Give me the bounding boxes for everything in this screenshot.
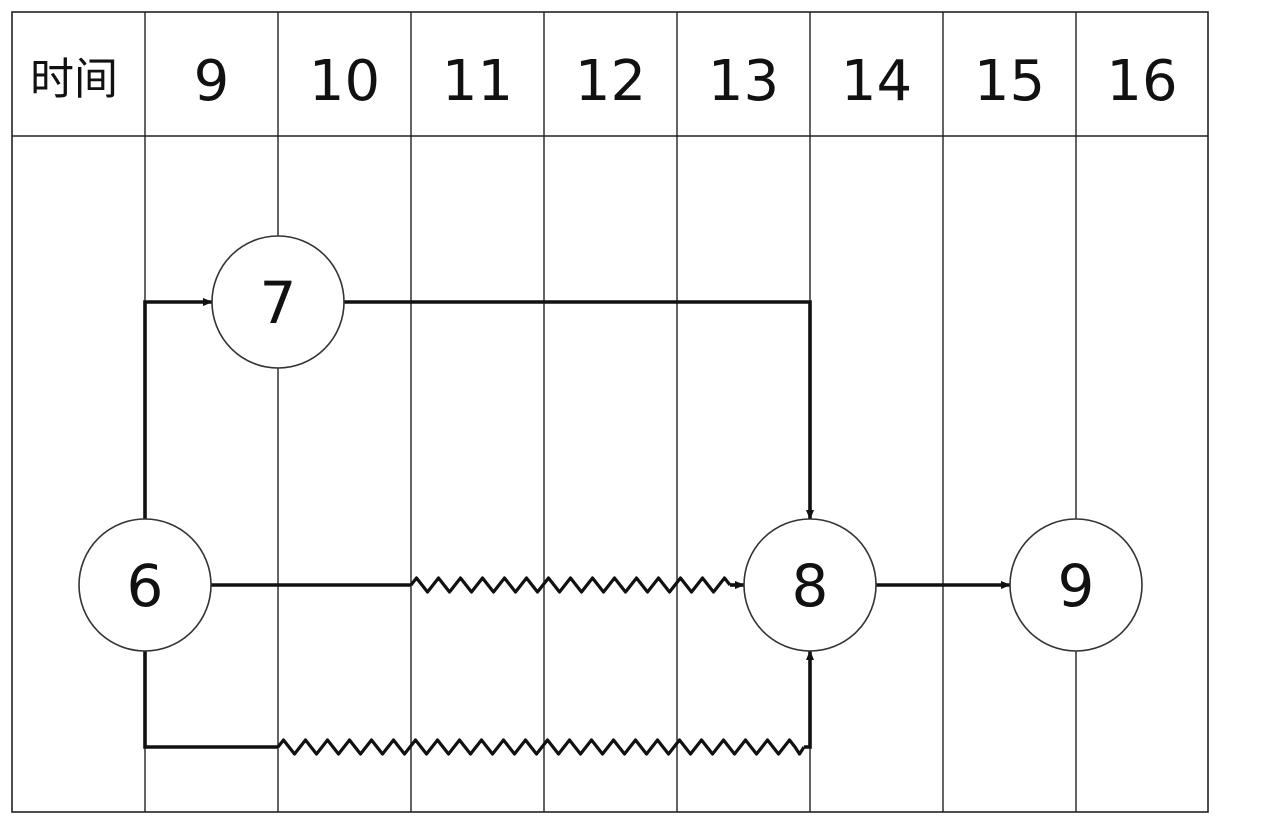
- time-column-14: 14: [841, 49, 912, 114]
- free-float-wave: [409, 576, 732, 594]
- time-column-11: 11: [442, 49, 513, 114]
- event-node-label: 8: [792, 552, 829, 620]
- time-column-13: 13: [708, 49, 779, 114]
- event-node-8: 8: [743, 518, 877, 652]
- activity-arrows: [143, 298, 1011, 756]
- free-float-wave: [276, 738, 806, 756]
- event-node-circle: [78, 518, 212, 652]
- event-node-circle: [211, 235, 345, 369]
- event-node-7: 7: [211, 235, 345, 369]
- event-node-6: 6: [78, 518, 212, 652]
- activity-line: [344, 300, 814, 520]
- event-node-label: 6: [127, 552, 164, 620]
- activity-line: [143, 298, 213, 519]
- time-column-12: 12: [575, 49, 646, 114]
- time-row-label: 时间: [30, 54, 118, 105]
- event-node-9: 9: [1009, 518, 1143, 652]
- activity-7-8: [344, 300, 814, 520]
- activity-6-8: [211, 576, 745, 594]
- timeline-header: 时间 9 10 11 12 13 14 15 16: [30, 49, 1178, 114]
- time-column-16: 16: [1106, 49, 1177, 114]
- event-node-circle: [1009, 518, 1143, 652]
- time-column-10: 10: [309, 49, 380, 114]
- grid-border: [11, 11, 1209, 813]
- time-column-15: 15: [974, 49, 1045, 114]
- event-node-circle: [743, 518, 877, 652]
- activity-6-8: [143, 650, 814, 756]
- event-node-label: 7: [260, 269, 297, 337]
- activity-line: [143, 651, 278, 749]
- timeline-grid: [11, 11, 1209, 813]
- event-nodes: 6 7 8 9: [78, 235, 1143, 652]
- activity-line: [804, 650, 814, 749]
- time-column-9: 9: [194, 49, 230, 114]
- event-node-label: 9: [1058, 552, 1095, 620]
- activity-6-7: [143, 298, 213, 519]
